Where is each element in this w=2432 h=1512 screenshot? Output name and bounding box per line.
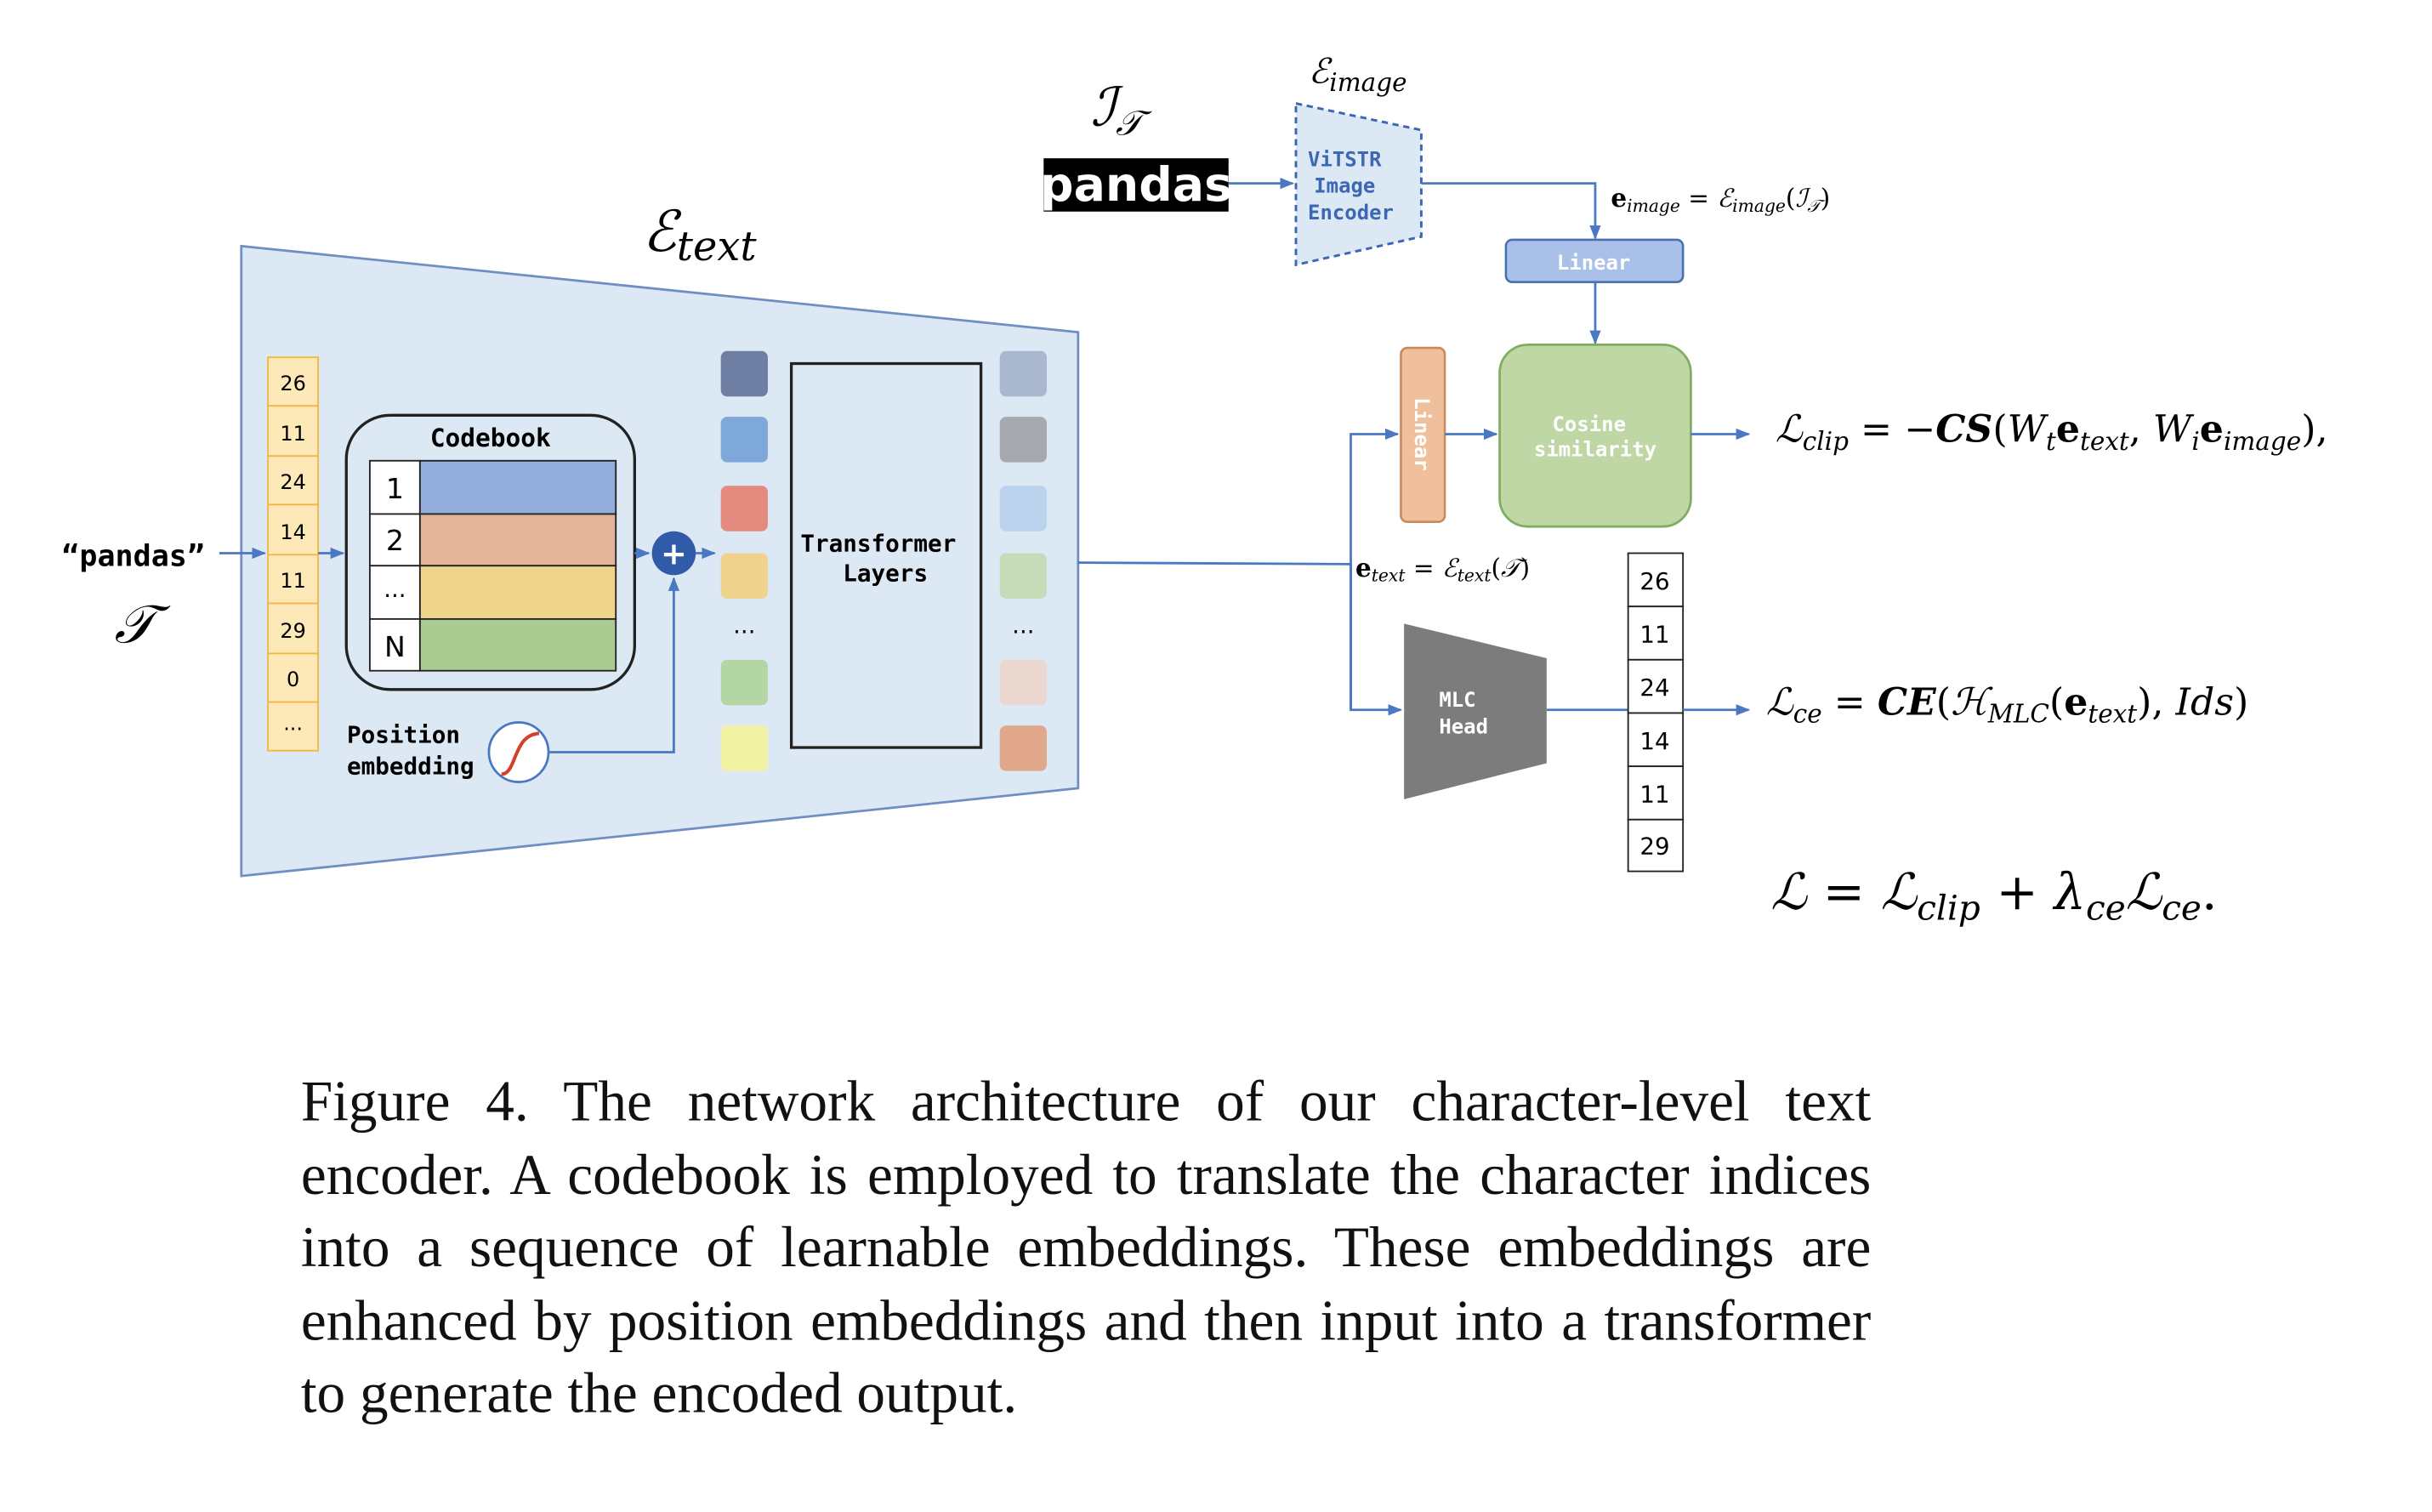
l-clip-equation: ℒclip = −CS(Wtetext, Wieimage), <box>1776 407 2328 456</box>
codebook-title: Codebook <box>430 423 551 452</box>
svg-text:0: 0 <box>287 668 299 691</box>
index-token: 14 <box>267 503 320 556</box>
predicted-id: 29 <box>1627 818 1685 873</box>
cosine-similarity: Cosine similarity <box>1498 344 1692 528</box>
svg-text:...: ... <box>283 712 303 736</box>
index-token-column: 26 11 24 14 11 29 0 ... <box>267 356 320 752</box>
codebook-row: ... <box>368 565 617 620</box>
embedding-token <box>720 417 768 463</box>
index-token: 26 <box>267 356 320 407</box>
index-token: 11 <box>267 554 320 605</box>
svg-text:MLC Head: MLC Head <box>1439 688 1488 738</box>
svg-text:24: 24 <box>280 470 305 494</box>
output-token <box>999 350 1047 397</box>
svg-text:29: 29 <box>280 619 305 643</box>
svg-text:2: 2 <box>386 524 404 557</box>
index-token: 29 <box>267 602 320 655</box>
total-loss-equation: ℒ = ℒclip + λceℒce. <box>1770 862 2217 929</box>
position-to-plus-arrow <box>548 577 680 753</box>
index-token: ... <box>267 701 320 752</box>
embedding-token <box>720 486 768 531</box>
e-image-equation: eimage = ℰimage(ℐ𝒯) <box>1611 183 1830 216</box>
image-encoder-label: ℰimage <box>1309 51 1407 97</box>
e-text-equation: etext = ℰtext(𝒯) <box>1355 553 1530 586</box>
index-token: 24 <box>267 455 320 506</box>
embedding-ellipsis: ... <box>733 611 755 639</box>
embedding-token <box>720 659 768 706</box>
codebook: Codebook 1 2 ... N <box>344 413 636 691</box>
image-input-box <box>1043 158 1229 212</box>
text-symbol: 𝒯 <box>114 594 170 656</box>
image-input-word: pandas <box>1040 158 1232 213</box>
codebook-row: N <box>368 617 617 672</box>
codebook-row: 2 <box>368 513 617 567</box>
mlc-head: MLC Head <box>1404 623 1547 799</box>
encoder-to-linear-arrow <box>1421 182 1601 240</box>
predicted-id: 14 <box>1627 712 1685 768</box>
output-token <box>999 417 1047 463</box>
text-input: “pandas” <box>61 539 205 573</box>
output-ellipsis: ... <box>1012 611 1034 639</box>
embedding-token <box>720 553 768 599</box>
svg-text:26: 26 <box>1639 567 1669 595</box>
sine-curve-icon <box>487 721 550 783</box>
l-ce-equation: ℒce = CE(ℋMLC(etext), Ids) <box>1766 679 2248 728</box>
transformer-layers: Transformer Layers <box>789 361 983 749</box>
e-text-line <box>1077 561 1351 566</box>
output-embedding-column: ... <box>999 350 1047 771</box>
embedding-token <box>720 350 768 397</box>
add-node: + <box>651 531 696 576</box>
linear-image-projection: Linear <box>1504 238 1685 283</box>
output-token <box>999 659 1047 706</box>
svg-text:+: + <box>661 535 687 571</box>
svg-text:14: 14 <box>1639 727 1669 755</box>
text-encoder-label: ℰtext <box>643 198 758 270</box>
output-token <box>999 725 1047 771</box>
image-symbol: ℐ𝒯 <box>1091 76 1152 143</box>
svg-text:Linear: Linear <box>1410 397 1434 470</box>
codebook-row: 1 <box>368 459 617 515</box>
predicted-id: 24 <box>1627 658 1685 714</box>
svg-text:11: 11 <box>280 422 305 446</box>
predicted-id: 11 <box>1627 765 1685 821</box>
linear-text-projection: Linear <box>1400 346 1446 523</box>
svg-text:Linear: Linear <box>1557 251 1630 275</box>
svg-text:Cosine similarity: Cosine similarity <box>1534 412 1656 461</box>
svg-text:Transformer Layers: Transformer Layers <box>800 530 970 588</box>
svg-text:24: 24 <box>1639 674 1669 702</box>
svg-text:11: 11 <box>1639 621 1669 649</box>
svg-text:14: 14 <box>280 520 305 544</box>
position-embedding-label: Position embedding <box>347 720 474 780</box>
predicted-id: 11 <box>1627 605 1685 661</box>
index-token: 11 <box>267 405 320 458</box>
predicted-ids-column: 26 11 24 14 11 29 <box>1627 552 1685 873</box>
output-token <box>999 553 1047 599</box>
svg-text:ViTSTR Image Encod: ViTSTR Image Encoder <box>1308 147 1394 225</box>
predicted-id: 26 <box>1627 552 1685 608</box>
svg-text:11: 11 <box>280 569 305 593</box>
embedding-token <box>720 725 768 771</box>
svg-text:...: ... <box>384 575 406 603</box>
svg-text:26: 26 <box>280 372 305 395</box>
embedding-column: ... <box>720 350 768 771</box>
svg-text:11: 11 <box>1639 781 1669 809</box>
output-token <box>999 486 1047 531</box>
svg-text:1: 1 <box>386 472 404 505</box>
figure-caption: Figure 4. The network architecture of ou… <box>300 1068 1872 1425</box>
vitstr-image-encoder: ViTSTR Image Encoder <box>1294 101 1423 267</box>
branch-to-mlc-arrow <box>1350 564 1403 716</box>
svg-text:N: N <box>384 630 406 663</box>
svg-text:29: 29 <box>1639 832 1669 860</box>
index-token: 0 <box>267 652 320 703</box>
